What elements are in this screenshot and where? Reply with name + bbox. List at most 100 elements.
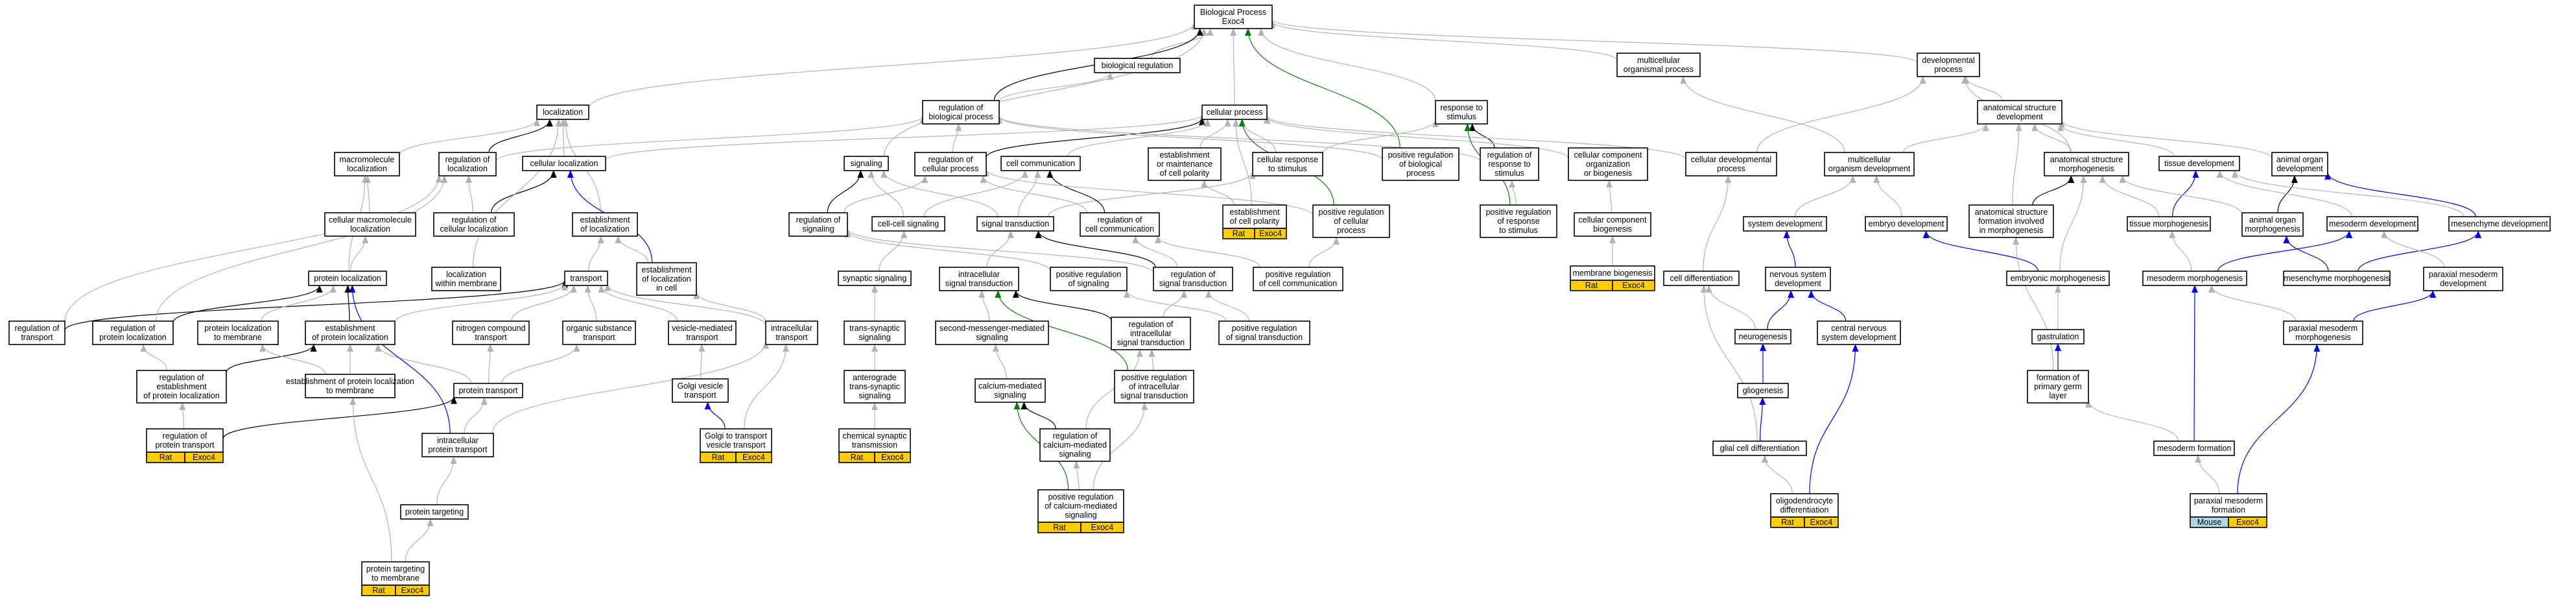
go-term-node-protarg[interactable]: protein targeting bbox=[400, 504, 469, 520]
go-term-node-embm[interactable]: embryonic morphogenesis bbox=[2006, 271, 2110, 286]
go-term-node-glio[interactable]: gliogenesis bbox=[1737, 383, 1789, 398]
go-term-node-embd[interactable]: embryo development bbox=[1865, 216, 1948, 232]
go-term-node-sigtr[interactable]: signal transduction bbox=[976, 216, 1054, 232]
go-term-node-ccsig[interactable]: cell-cell signaling bbox=[871, 216, 945, 232]
go-term-node-loc[interactable]: localization bbox=[536, 104, 589, 120]
go-term-node-mesenm[interactable]: mesenchyme morphogenesis bbox=[2283, 271, 2391, 286]
go-term-node-cellloc[interactable]: cellular localization bbox=[522, 156, 606, 171]
gene-tag bbox=[2228, 516, 2267, 528]
go-term-node-sig[interactable]: signaling bbox=[844, 156, 889, 171]
go-term-node-synsig[interactable]: synaptic signaling bbox=[838, 271, 912, 286]
go-term-node-cp[interactable]: cellular process bbox=[1201, 104, 1268, 120]
edge-is-a-regcp-to-rbp bbox=[952, 123, 962, 153]
go-term-node-neurog[interactable]: neurogenesis bbox=[1734, 329, 1791, 344]
term-label-line: transport bbox=[21, 333, 53, 342]
go-term-node-tism[interactable]: tissue morphogenesis bbox=[2127, 216, 2211, 232]
go-term-node-ploc[interactable]: protein localization bbox=[308, 271, 387, 286]
go-term-node-gastr[interactable]: gastrulation bbox=[2031, 329, 2085, 344]
go-term-node-breg[interactable]: biological regulation bbox=[1094, 58, 1181, 73]
go-term-node-cc[interactable]: cell communication bbox=[1000, 156, 1081, 171]
go-term-node-eplm[interactable]: establishment of protein localizationto … bbox=[286, 374, 414, 398]
go-term-node-mesof[interactable]: mesoderm formation bbox=[2153, 441, 2235, 456]
go-term-node-gcd[interactable]: glial cell differentiation bbox=[1712, 441, 1807, 456]
go-term-node-trans[interactable]: transport bbox=[564, 271, 608, 286]
go-term-node-sysd[interactable]: system development bbox=[1743, 216, 1827, 232]
go-term-node-mesend[interactable]: mesenchyme development bbox=[2448, 216, 2551, 232]
go-term-node-pt[interactable]: protein transport bbox=[453, 383, 523, 398]
go-term-node-celldiff[interactable]: cell differentiation bbox=[1663, 271, 1740, 286]
go-term-node-mesom[interactable]: mesoderm morphogenesis bbox=[2142, 271, 2247, 286]
go-term-node-mesod[interactable]: mesoderm development bbox=[2326, 216, 2418, 232]
edge-is-a-pt-to-ost bbox=[501, 344, 580, 384]
go-term-node-tisd[interactable]: tissue development bbox=[2158, 156, 2240, 171]
